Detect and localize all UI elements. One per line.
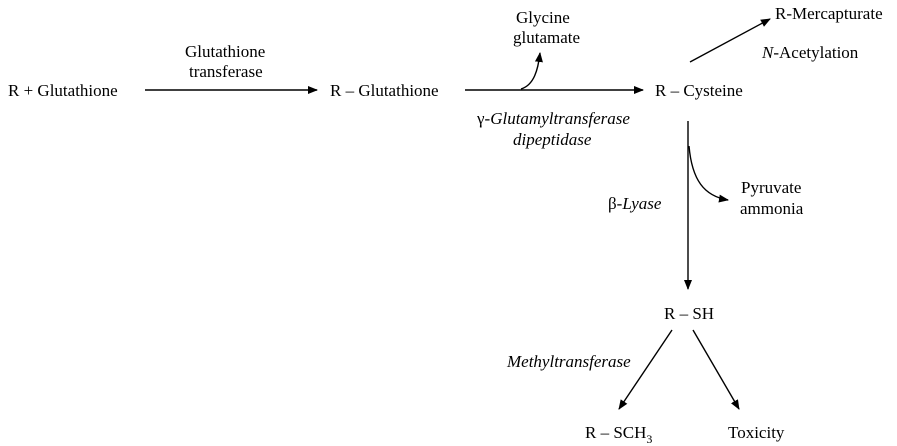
enzyme-beta-lyase: β-Lyase (608, 194, 662, 213)
enzyme-ggt-name: Glutamyltransferase (490, 109, 630, 128)
enzyme-beta-lyase-name: Lyase (621, 194, 662, 213)
node-r-sch3-subscript: 3 (646, 432, 652, 446)
enzyme-n-acetylation-suffix: -Acetylation (773, 43, 858, 62)
arrow-n-acetylation (689, 18, 771, 63)
byproduct-ammonia: ammonia (740, 199, 804, 218)
node-r-sh: R – SH (664, 304, 714, 323)
arrow-glycine-release (520, 52, 543, 90)
arrow-toxicity (692, 329, 740, 410)
byproduct-glutamate: glutamate (513, 28, 580, 47)
arrow-pyruvate-release (688, 145, 729, 203)
enzyme-dipeptidase: dipeptidase (513, 130, 592, 149)
node-r-sch3: R – SCH3 (585, 423, 652, 446)
enzyme-gst-line1: Glutathione (185, 42, 265, 61)
enzyme-gst-line2: transferase (189, 62, 263, 81)
enzyme-ggt: γ-Glutamyltransferase (476, 109, 630, 128)
enzyme-beta-lyase-prefix: β- (608, 194, 623, 213)
enzyme-ggt-prefix: γ- (476, 109, 491, 128)
node-r-sch3-main: R – SCH (585, 423, 646, 442)
byproduct-glycine: Glycine (516, 8, 570, 27)
byproduct-pyruvate: Pyruvate (741, 178, 801, 197)
node-r-cysteine: R – Cysteine (655, 81, 743, 100)
node-r-mercapturate: R-Mercapturate (775, 4, 883, 23)
enzyme-n-acetylation-prefix: N (761, 43, 775, 62)
node-r-glutathione: R – Glutathione (330, 81, 439, 100)
enzyme-n-acetylation: N-Acetylation (761, 43, 859, 62)
enzyme-methyltransferase: Methyltransferase (506, 352, 631, 371)
node-r-glutathione-input: R + Glutathione (8, 81, 118, 100)
node-toxicity: Toxicity (728, 423, 785, 442)
arrow-methylation (618, 329, 673, 410)
